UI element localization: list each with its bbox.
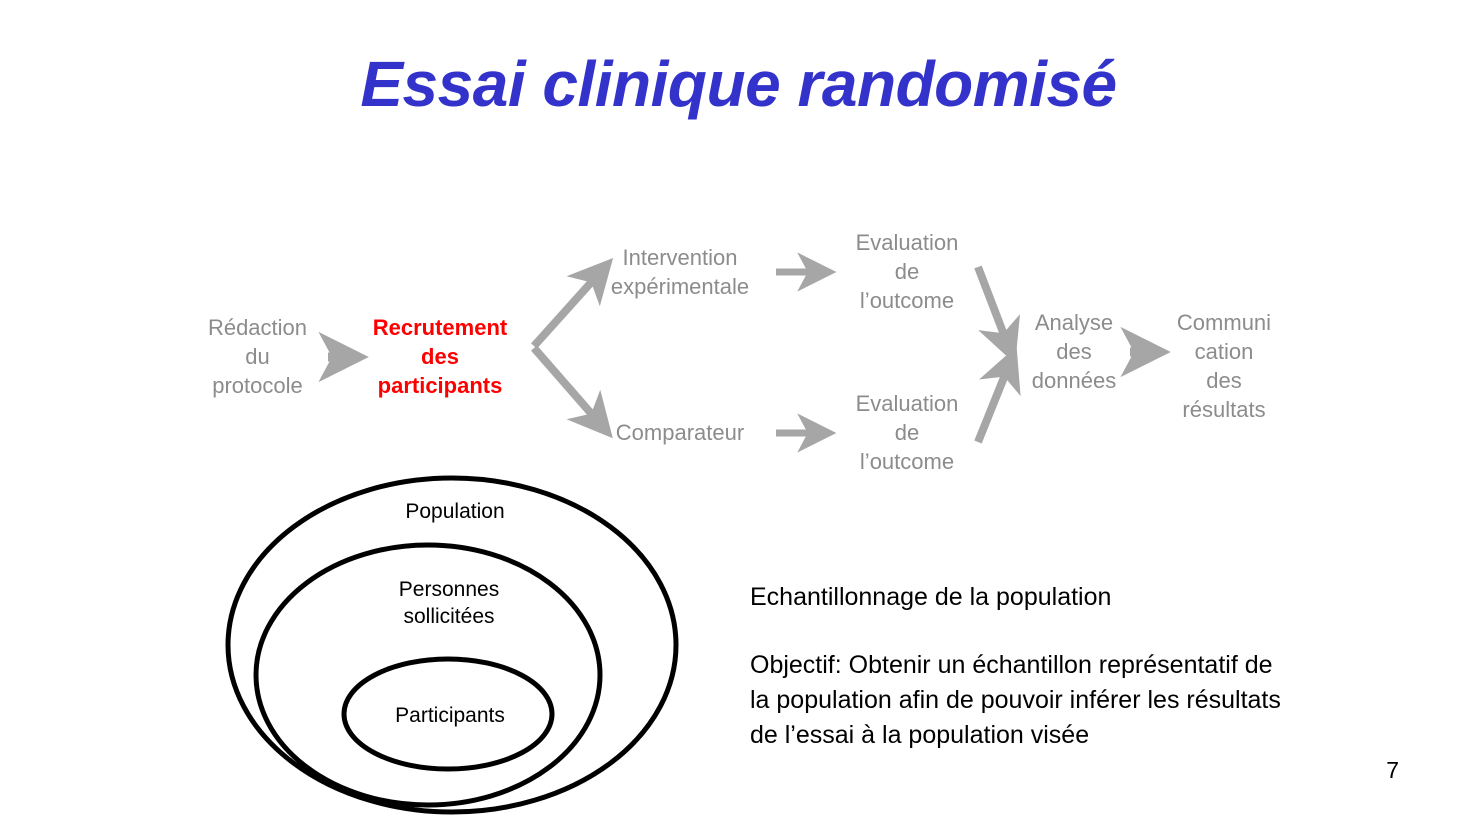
page-title: Essai clinique randomisé <box>360 48 1117 120</box>
flow-node-recrutement: Recrutement des participants <box>372 315 508 398</box>
venn-label-participants: Participants <box>395 704 505 727</box>
flow-node-evaluation-bas: Evaluation de l’outcome <box>855 391 959 474</box>
venn-diagram <box>225 475 679 815</box>
flow-node-redaction: Rédaction du protocole <box>207 315 308 398</box>
flow-node-intervention: Intervention expérimentale <box>610 245 750 299</box>
explanation-heading: Echantillonnage de la population <box>750 583 1112 611</box>
flow-node-comparateur: Comparateur <box>615 420 745 445</box>
arrow-recrutement-to-intervention <box>531 257 614 349</box>
venn-label-personnes-sollicitees: Personnes sollicitées <box>398 578 500 628</box>
ellipse-population <box>225 475 679 815</box>
arrow-evaluation-bas-to-analyse <box>974 346 1021 444</box>
venn-label-population: Population <box>405 500 505 523</box>
ellipse-participants <box>341 656 555 772</box>
arrow-recrutement-to-comparateur <box>530 345 613 439</box>
flow-node-evaluation-haut: Evaluation de l’outcome <box>855 230 959 313</box>
flow-node-analyse: Analyse des données <box>1031 310 1117 393</box>
arrow-evaluation-haut-to-analyse <box>974 265 1021 364</box>
ellipse-personnes-sollicitees <box>253 542 603 808</box>
explanation-body: Objectif: Obtenir un échantillon représe… <box>750 651 1281 749</box>
page-number: 7 <box>1386 757 1399 783</box>
flow-node-communication: Communi cation des résultats <box>1176 310 1272 422</box>
